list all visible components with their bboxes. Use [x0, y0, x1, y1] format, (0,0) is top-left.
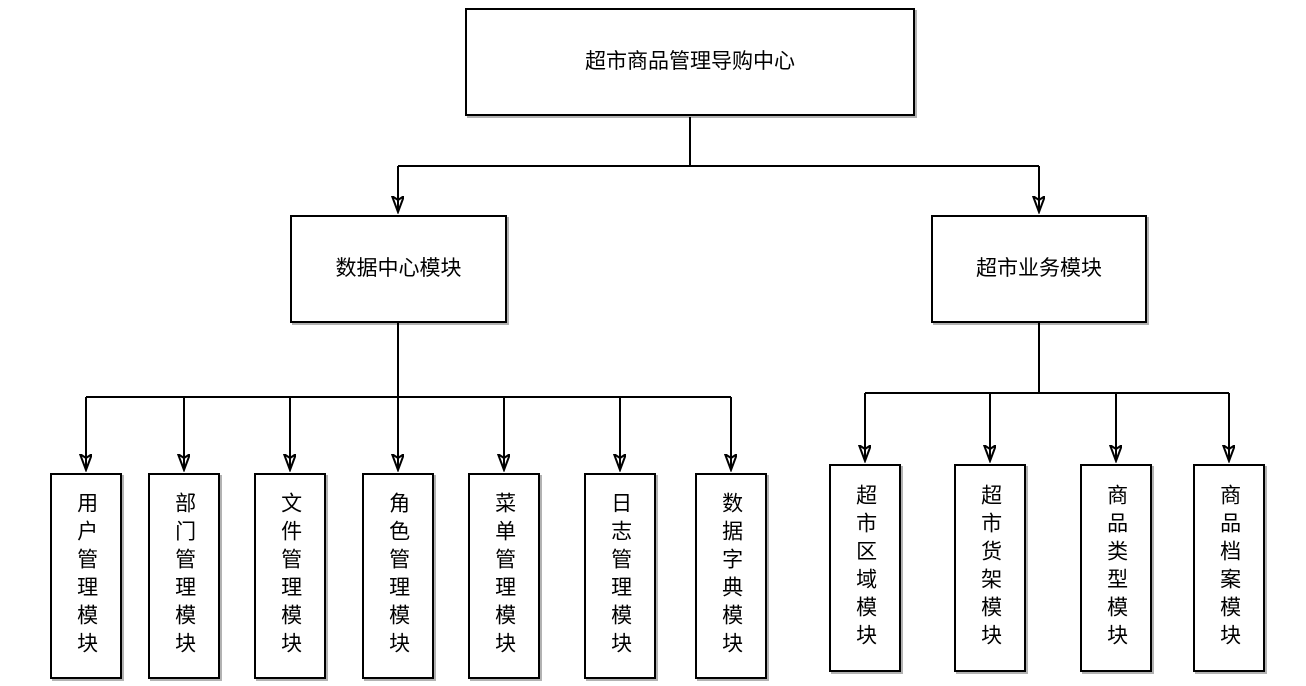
- node-menu-management: 菜单管理模块: [468, 473, 540, 679]
- node-label: 商品档案模块: [1217, 484, 1241, 652]
- node-product-archive: 商品档案模块: [1193, 464, 1265, 672]
- node-label: 超市区域模块: [853, 484, 877, 652]
- node-label: 超市业务模块: [976, 257, 1102, 281]
- connector-business-to-leaves: [865, 323, 1229, 460]
- node-file-management: 文件管理模块: [254, 473, 326, 679]
- node-label: 超市货架模块: [978, 484, 1002, 652]
- node-data-dictionary: 数据字典模块: [695, 473, 767, 679]
- node-label: 数据字典模块: [719, 492, 743, 660]
- node-role-management: 角色管理模块: [362, 473, 434, 679]
- connector-root-to-branches: [398, 117, 1039, 211]
- node-root-center: 超市商品管理导购中心: [465, 8, 915, 116]
- node-label: 商品类型模块: [1104, 484, 1128, 652]
- node-label: 用户管理模块: [74, 492, 98, 660]
- node-root-label: 超市商品管理导购中心: [585, 50, 795, 74]
- connector-data-center-to-leaves: [86, 323, 731, 469]
- node-label: 角色管理模块: [386, 492, 410, 660]
- node-log-management: 日志管理模块: [584, 473, 656, 679]
- node-label: 文件管理模块: [278, 492, 302, 660]
- node-label: 数据中心模块: [335, 257, 462, 281]
- node-supermarket-area: 超市区域模块: [829, 464, 901, 672]
- node-supermarket-shelf: 超市货架模块: [954, 464, 1026, 672]
- node-label: 部门管理模块: [172, 492, 196, 660]
- node-label: 菜单管理模块: [492, 492, 516, 660]
- node-label: 日志管理模块: [608, 492, 632, 660]
- node-user-management: 用户管理模块: [50, 473, 122, 679]
- node-supermarket-business-module: 超市业务模块: [931, 215, 1147, 323]
- node-product-type: 商品类型模块: [1080, 464, 1152, 672]
- node-data-center-module: 数据中心模块: [290, 215, 507, 323]
- node-department-management: 部门管理模块: [148, 473, 220, 679]
